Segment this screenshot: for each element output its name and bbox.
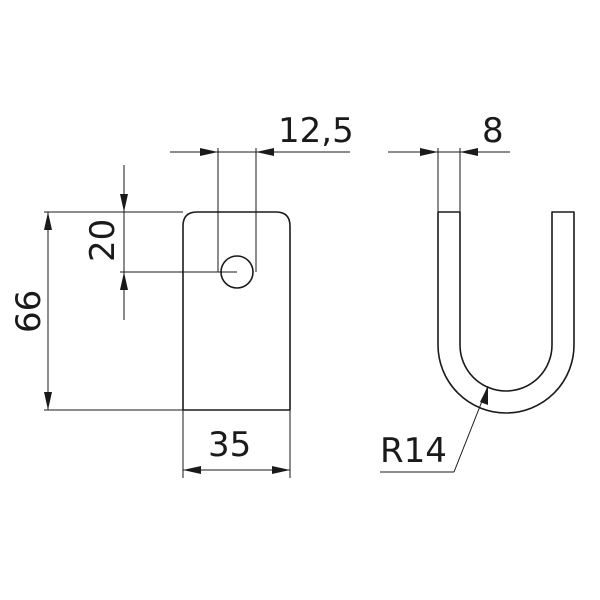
arrow-left [460,148,478,156]
arrow-right [200,148,218,156]
dim-label-hole-height: 20 [83,219,123,262]
radius-arrow [480,386,488,405]
dim-label-hole-offset: 12,5 [278,111,354,151]
dim-label-thickness: 8 [482,111,504,151]
dimension-thickness: 8 [388,111,510,156]
arrow-right [420,148,438,156]
front-view [182,148,291,411]
plate-outline [182,211,291,411]
dim-label-total-height: 66 [9,290,49,333]
arrow-up [120,272,128,290]
arrow-down [44,392,52,410]
dim-label-radius: R14 [380,431,447,471]
dim-label-width: 35 [208,425,251,465]
arrow-left [256,148,274,156]
dimension-total-height: 66 [9,212,183,411]
dimension-hole-offset: 12,5 [170,111,354,156]
arrow-left [183,466,201,474]
side-view [437,148,575,414]
dimension-hole-height: 20 [44,165,237,320]
dimension-width: 35 [182,410,291,478]
u-bend-outline [437,211,575,414]
dimension-radius: R14 [380,385,489,473]
arrow-down [120,194,128,212]
arrow-up [44,212,52,230]
arrow-right [272,466,290,474]
